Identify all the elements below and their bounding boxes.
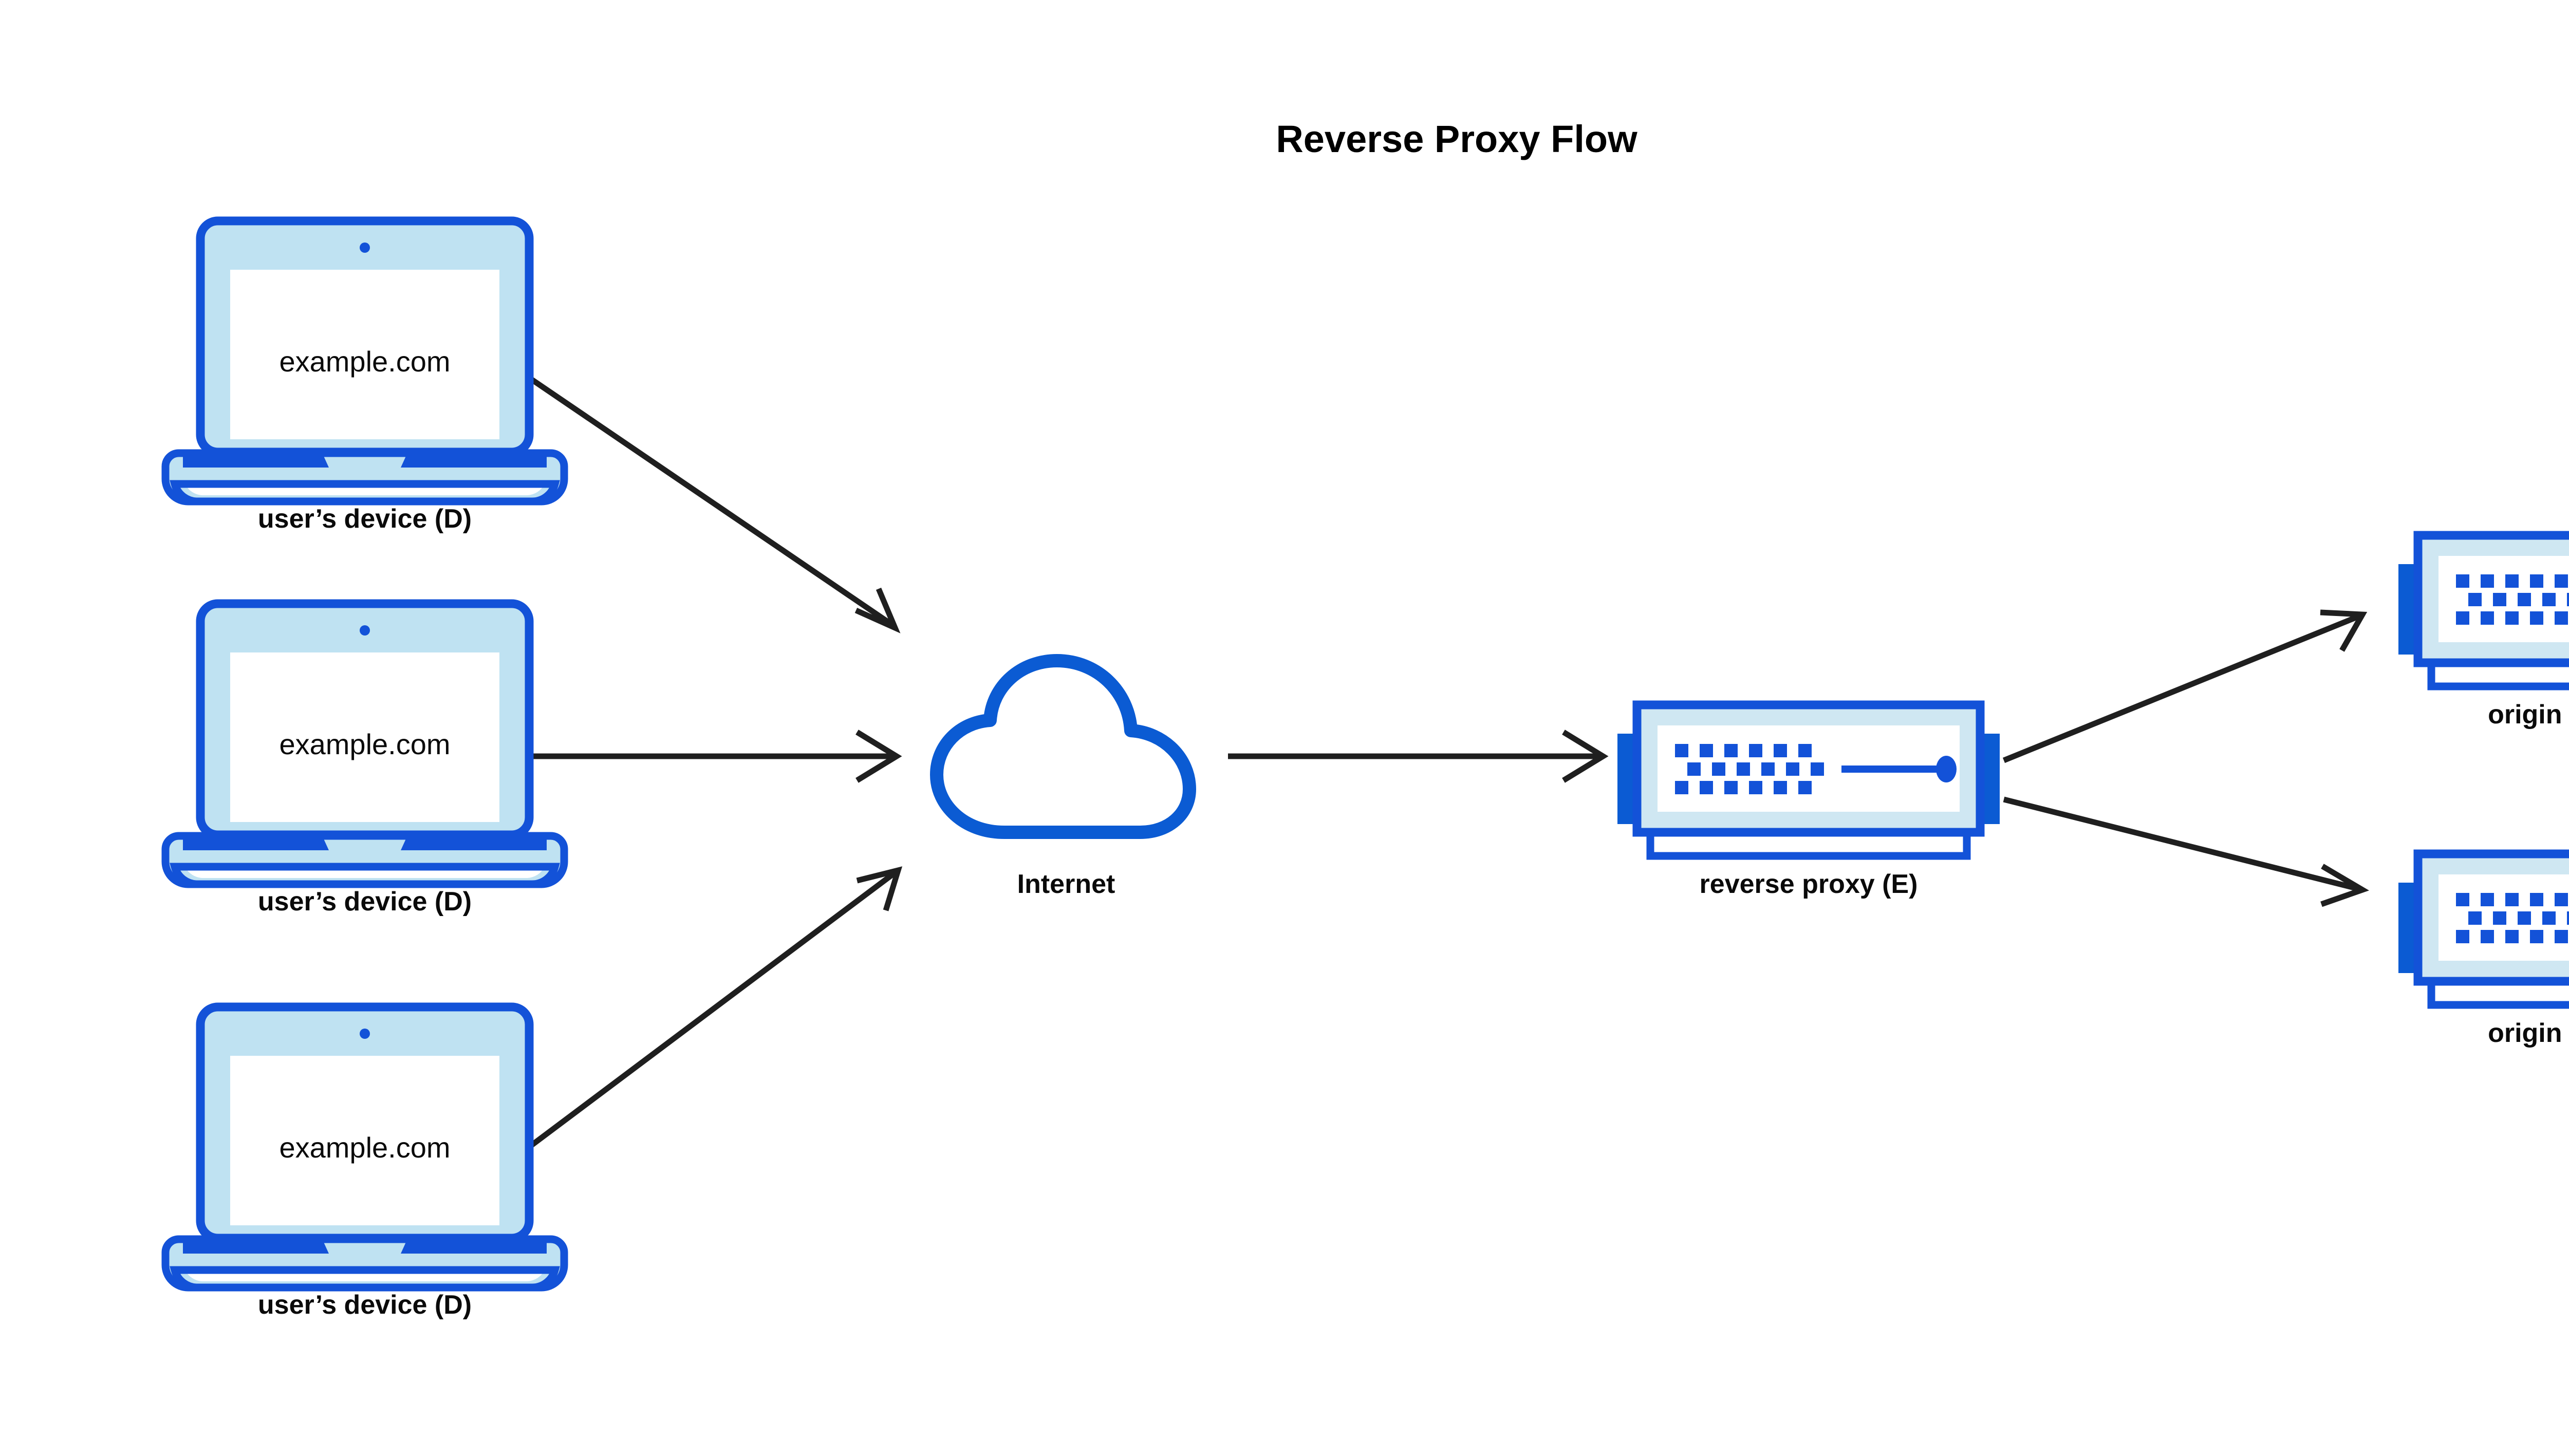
cloud-icon (937, 661, 1189, 832)
edge-device1-internet (512, 365, 901, 633)
node-label-origin-server-2: origin server (F) (2488, 1018, 2569, 1048)
node-label-device-1: user’s device (D) (258, 504, 472, 534)
node-label-reverse-proxy: reverse proxy (E) (1700, 869, 1918, 899)
node-label-internet: Internet (1017, 869, 1115, 899)
edge-device3-internet (512, 866, 903, 1161)
node-label-device-3: user’s device (D) (258, 1290, 472, 1320)
edge-device2-internet (514, 730, 902, 783)
server-icon (2398, 854, 2569, 1005)
edge-internet-proxy (1228, 730, 1609, 783)
edge-proxy-origin1 (2002, 609, 2368, 763)
laptop-screen-text: example.com (279, 345, 450, 378)
server-icon (2398, 535, 2569, 686)
node-device-2[interactable]: example.com user’s device (D) (165, 604, 564, 917)
diagram-title: Reverse Proxy Flow (1276, 118, 1637, 160)
node-origin-server-2[interactable]: origin server (F) (2398, 854, 2569, 1048)
node-device-1[interactable]: example.com user’s device (D) (165, 221, 564, 534)
node-device-3[interactable]: example.com user’s device (D) (165, 1007, 564, 1320)
node-reverse-proxy[interactable]: reverse proxy (E) (1617, 705, 2000, 899)
node-label-origin-server-1: origin server (F) (2488, 700, 2569, 730)
edge-layer (512, 365, 2369, 1161)
server-icon (1617, 705, 2000, 856)
node-internet[interactable]: Internet (937, 661, 1189, 899)
edge-proxy-origin2 (2003, 796, 2369, 907)
laptop-screen-text: example.com (279, 728, 450, 760)
node-label-device-2: user’s device (D) (258, 887, 472, 917)
node-origin-server-1[interactable]: origin server (F) (2398, 535, 2569, 730)
laptop-screen-text: example.com (279, 1131, 450, 1164)
